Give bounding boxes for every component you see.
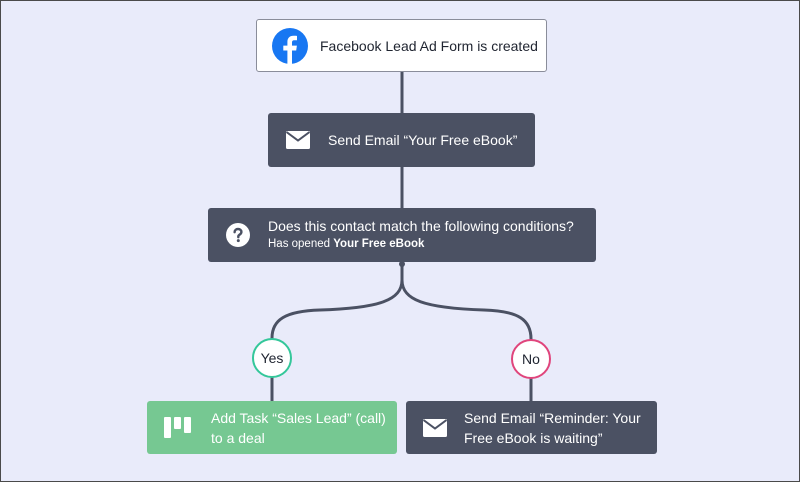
condition-node[interactable]: Does this contact match the following co… — [208, 208, 596, 262]
yes-label: Yes — [260, 350, 284, 366]
send-email-reminder-line1: Send Email “Reminder: Your — [464, 409, 641, 426]
yes-branch-badge[interactable]: Yes — [252, 338, 292, 378]
send-email-reminder-label: Send Email “Reminder: Your Free eBook is… — [464, 408, 641, 448]
no-branch-badge[interactable]: No — [511, 339, 551, 379]
no-label: No — [522, 351, 540, 367]
condition-output-dot — [399, 261, 405, 267]
condition-subtitle-prefix: Has opened — [268, 238, 331, 250]
condition-subtitle: Has opened Your Free eBook — [268, 235, 574, 253]
send-email-label: Send Email “Your Free eBook” — [328, 132, 518, 148]
connector-condition-to-yes — [270, 260, 404, 340]
condition-text: Does this contact match the following co… — [268, 217, 574, 253]
add-task-label: Add Task “Sales Lead” (call) to a deal — [211, 408, 386, 448]
connector-condition-to-no — [400, 260, 533, 341]
add-task-line2: to a deal — [211, 429, 265, 446]
envelope-icon — [423, 418, 447, 437]
kanban-board-icon — [164, 417, 191, 438]
action-node-add-task[interactable]: Add Task “Sales Lead” (call) to a deal — [147, 401, 397, 454]
send-email-reminder-line2: Free eBook is waiting” — [464, 429, 603, 446]
action-node-send-email-ebook[interactable]: Send Email “Your Free eBook” — [268, 113, 535, 167]
trigger-label: Facebook Lead Ad Form is created — [320, 37, 538, 54]
facebook-icon — [272, 27, 308, 64]
add-task-line1: Add Task “Sales Lead” (call) — [211, 409, 386, 426]
trigger-node-facebook-lead[interactable]: Facebook Lead Ad Form is created — [256, 19, 547, 72]
envelope-icon — [286, 131, 310, 149]
condition-subtitle-value: Your Free eBook — [333, 238, 425, 250]
action-node-send-email-reminder[interactable]: Send Email “Reminder: Your Free eBook is… — [406, 401, 657, 454]
condition-title: Does this contact match the following co… — [268, 218, 574, 234]
question-circle-icon — [226, 223, 250, 247]
